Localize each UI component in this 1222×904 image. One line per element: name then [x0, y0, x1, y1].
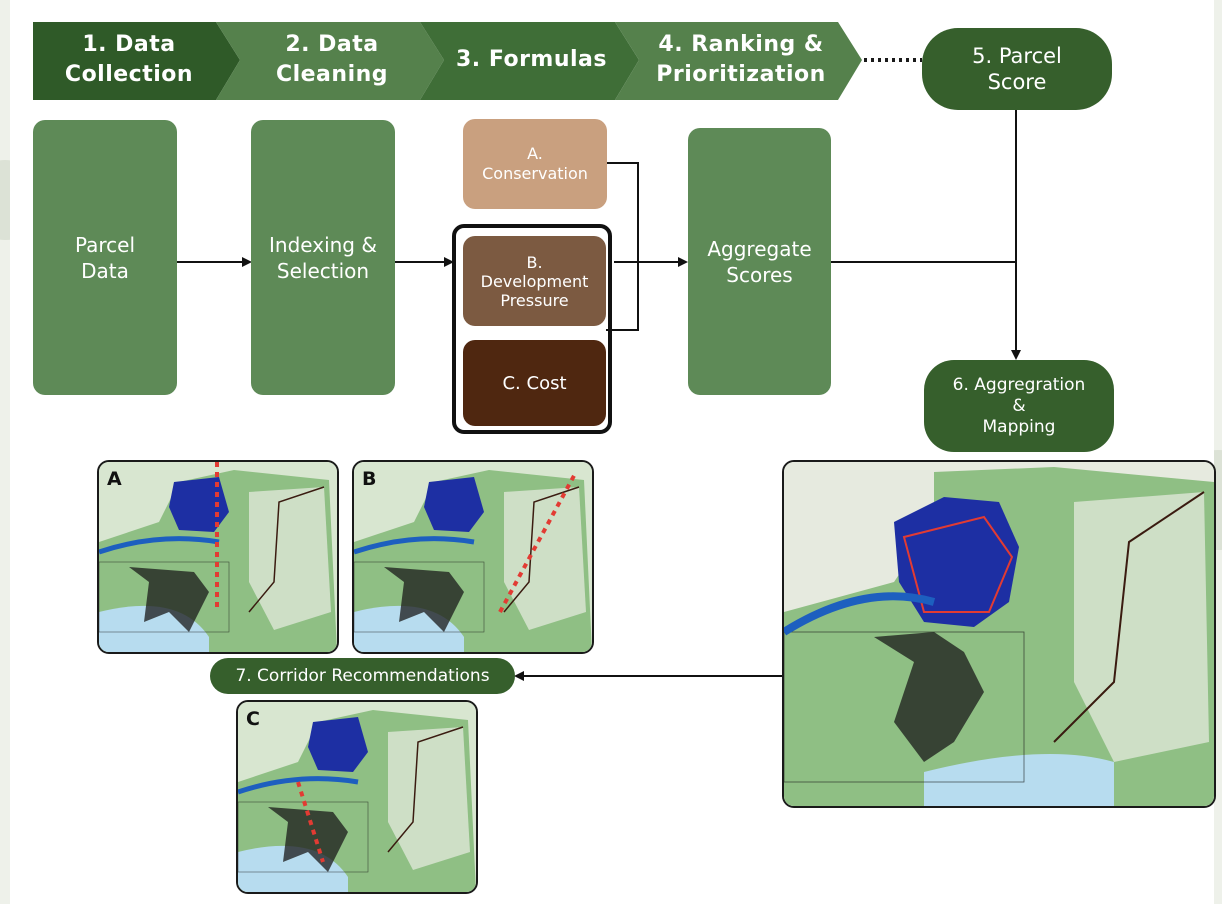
stage-formulas: 3. Formulas	[456, 47, 607, 72]
stage-4-shape	[615, 22, 862, 100]
map-a: A	[97, 460, 339, 654]
stage-banner	[33, 22, 922, 100]
aggregated-map-graphic	[784, 462, 1214, 806]
stage-3-shape	[420, 22, 639, 100]
map-c-graphic	[238, 702, 476, 892]
aggregation-mapping-node: 6. Aggregration & Mapping	[924, 360, 1114, 452]
parcel-score-node: 5. Parcel Score	[922, 28, 1112, 110]
stage-data-collection: 1. Data Collection	[64, 32, 194, 87]
map-a-label: A	[107, 468, 122, 490]
corridor-recommendations-node: 7. Corridor Recommendations	[210, 658, 515, 694]
map-a-graphic	[99, 462, 337, 652]
parcel-data-box: Parcel Data	[33, 120, 177, 395]
development-pressure-box: B. Development Pressure	[463, 236, 606, 326]
map-c-label: C	[246, 708, 260, 730]
formula-group-outline	[452, 224, 612, 434]
stage-ranking-prioritization: 4. Ranking & Prioritization	[656, 32, 826, 87]
indexing-selection-box: Indexing & Selection	[251, 120, 395, 395]
map-b-graphic	[354, 462, 592, 652]
map-c: C	[236, 700, 478, 894]
aggregate-scores-box: Aggregate Scores	[688, 128, 831, 395]
stage-2-shape	[216, 22, 444, 100]
conservation-formula-box: A. Conservation	[463, 119, 607, 209]
map-b: B	[352, 460, 594, 654]
map-b-label: B	[362, 468, 377, 490]
stage-data-cleaning: 2. Data Cleaning	[275, 32, 389, 87]
stage-1-shape	[33, 22, 240, 100]
aggregated-parcel-map	[782, 460, 1216, 808]
cost-formula-box: C. Cost	[463, 340, 606, 426]
